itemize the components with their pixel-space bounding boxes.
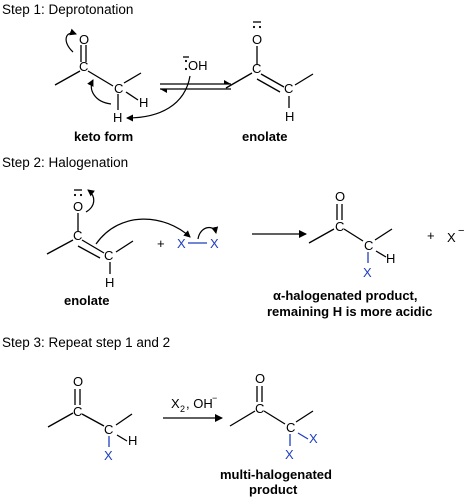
equilibrium-arrow: [160, 80, 231, 93]
alpha-halogenated-product: O C C H X: [308, 189, 395, 280]
keto-hydrogen-2: H: [113, 110, 122, 125]
reactant-halogen: X: [104, 448, 113, 463]
step1-title: Step 1: Deprotonation: [2, 2, 133, 17]
reactant-hydrogen: H: [128, 433, 137, 448]
halogen-reagent: X X: [177, 226, 219, 251]
step3-title: Step 3: Repeat step 1 and 2: [2, 335, 170, 350]
multi-oxygen: O: [255, 371, 265, 386]
enolate-label-1: enolate: [242, 129, 288, 144]
multi-product-label-line2: product: [249, 482, 298, 497]
halogen-x-2: X: [210, 236, 219, 251]
reagent-charge: −: [212, 393, 217, 403]
step2-title: Step 2: Halogenation: [2, 155, 128, 170]
curly-arrow-xx: [197, 226, 219, 240]
enolate-oxygen-2: O: [73, 199, 83, 214]
curly-arrow-ch: [87, 79, 112, 105]
enolate-alpha-carbon-2: C: [104, 248, 113, 263]
alpha-product-label-line2: remaining H is more acidic: [267, 304, 432, 319]
enolate-structure-2: O C C H: [46, 189, 191, 290]
reagent-subscript: 2: [180, 404, 185, 414]
product-oxygen: O: [335, 189, 345, 204]
keto-carbonyl-carbon: C: [79, 59, 88, 74]
curly-arrow-hydroxide: [126, 75, 191, 122]
enolate-structure-1: O C C H: [225, 21, 314, 124]
step3-reagent: X 2 , OH −: [171, 393, 217, 414]
enolate-carbon-2: C: [73, 228, 82, 243]
plus-sign-1: +: [157, 236, 165, 251]
product-hydrogen: H: [386, 251, 395, 266]
multi-halogen-1: X: [309, 431, 318, 446]
alpha-product-label-line1: α-halogenated product,: [273, 288, 418, 303]
multi-carbonyl-carbon: C: [255, 401, 264, 416]
multi-halogen-2: X: [285, 447, 294, 462]
enolate-alpha-carbon-1: C: [284, 81, 293, 96]
hydroxide-label: OH: [188, 58, 208, 73]
reactant-oxygen: O: [73, 374, 83, 389]
multi-alpha-carbon: C: [286, 420, 295, 435]
reagent-hydroxide: , OH: [186, 396, 213, 411]
halogen-x-1: X: [177, 236, 186, 251]
keto-oxygen: O: [79, 32, 89, 47]
curly-arrow-co: [65, 28, 77, 53]
curly-arrow-alkene: [95, 218, 191, 245]
keto-alpha-carbon: C: [114, 81, 123, 96]
product-halogen: X: [363, 265, 372, 280]
enolate-label-2: enolate: [64, 293, 110, 308]
multi-halogenated-product: O C C X X: [229, 371, 318, 462]
plus-sign-2: +: [427, 228, 435, 243]
halide-charge: −: [458, 225, 464, 237]
halide-ion: X: [447, 230, 456, 245]
reactant-alpha-carbon: C: [104, 422, 113, 437]
enolate-hydrogen-1: H: [285, 109, 294, 124]
curly-arrow-oxygen: [85, 189, 95, 213]
keto-form-structure: O C C H H: [54, 28, 148, 125]
reagent-x: X: [171, 396, 180, 411]
multi-product-label-line1: multi-halogenated: [220, 467, 332, 482]
product-alpha-carbon: C: [364, 238, 373, 253]
reactant-carbonyl-carbon: C: [73, 404, 82, 419]
product-carbonyl-carbon: C: [335, 219, 344, 234]
keto-hydrogen-1: H: [139, 95, 148, 110]
enolate-carbon-1: C: [252, 61, 261, 76]
enolate-oxygen-1: O: [252, 32, 262, 47]
enolate-hydrogen-2: H: [105, 275, 114, 290]
step3-reactant: O C C H X: [47, 374, 137, 463]
keto-form-label: keto form: [74, 129, 133, 144]
